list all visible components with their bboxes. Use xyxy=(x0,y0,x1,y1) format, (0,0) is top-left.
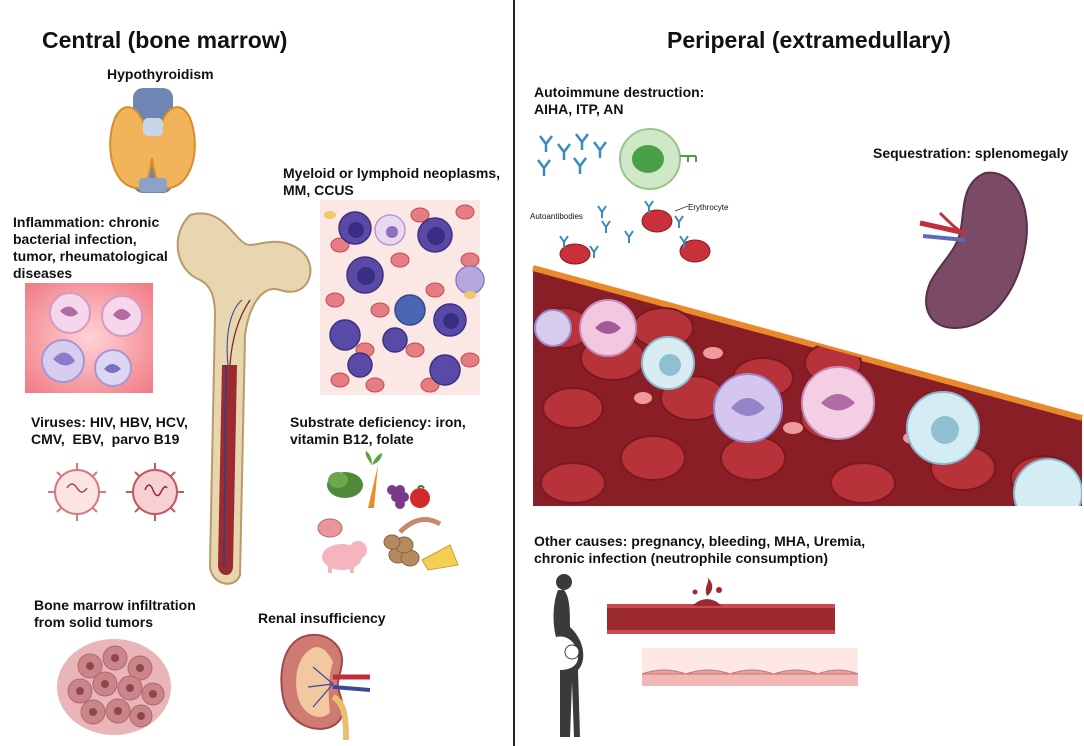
thyroid-gland-icon xyxy=(109,88,196,193)
inflammation-cells-image xyxy=(25,283,153,393)
renal-label: Renal insufficiency xyxy=(258,610,386,626)
virus-icon xyxy=(48,463,184,521)
neoplasm-cells-image xyxy=(320,200,485,395)
infiltration-label: Bone marrow infiltration from solid tumo… xyxy=(34,597,196,630)
kidney-icon xyxy=(280,633,371,741)
erythrocyte-label: Erythrocyte xyxy=(688,203,729,212)
endothelium-layer-icon xyxy=(641,648,859,686)
pregnant-woman-silhouette-icon xyxy=(553,574,584,737)
spleen-icon xyxy=(919,171,1028,330)
peripheral-title: Periperal (extramedullary) xyxy=(667,27,951,53)
viruses-label: Viruses: HIV, HBV, HCV, CMV, EBV, parvo … xyxy=(31,414,188,447)
autoantibodies-label: Autoantibodies xyxy=(530,212,583,221)
other-causes-label: Other causes: pregnancy, bleeding, MHA, … xyxy=(534,533,866,566)
central-title: Central (bone marrow) xyxy=(42,27,288,53)
center-divider xyxy=(513,0,515,746)
autoimmune-illustration xyxy=(537,128,711,265)
autoimmune-label: Autoimmune destruction: AIHA, ITP, AN xyxy=(534,84,705,117)
food-icons-image xyxy=(317,451,459,573)
blood-vessel-illustration xyxy=(532,265,1083,506)
bleeding-vessel-icon xyxy=(607,577,835,634)
neoplasms-label: Myeloid or lymphoid neoplasms, MM, CCUS xyxy=(283,165,501,198)
inflammation-label: Inflammation: chronic bacterial infectio… xyxy=(13,214,168,281)
femur-bone-illustration xyxy=(176,212,312,585)
sequestration-label: Sequestration: splenomegaly xyxy=(873,145,1069,161)
tumor-cluster-icon xyxy=(57,639,171,735)
hypothyroidism-label: Hypothyroidism xyxy=(107,66,214,82)
substrate-label: Substrate deficiency: iron, vitamin B12,… xyxy=(290,414,466,447)
